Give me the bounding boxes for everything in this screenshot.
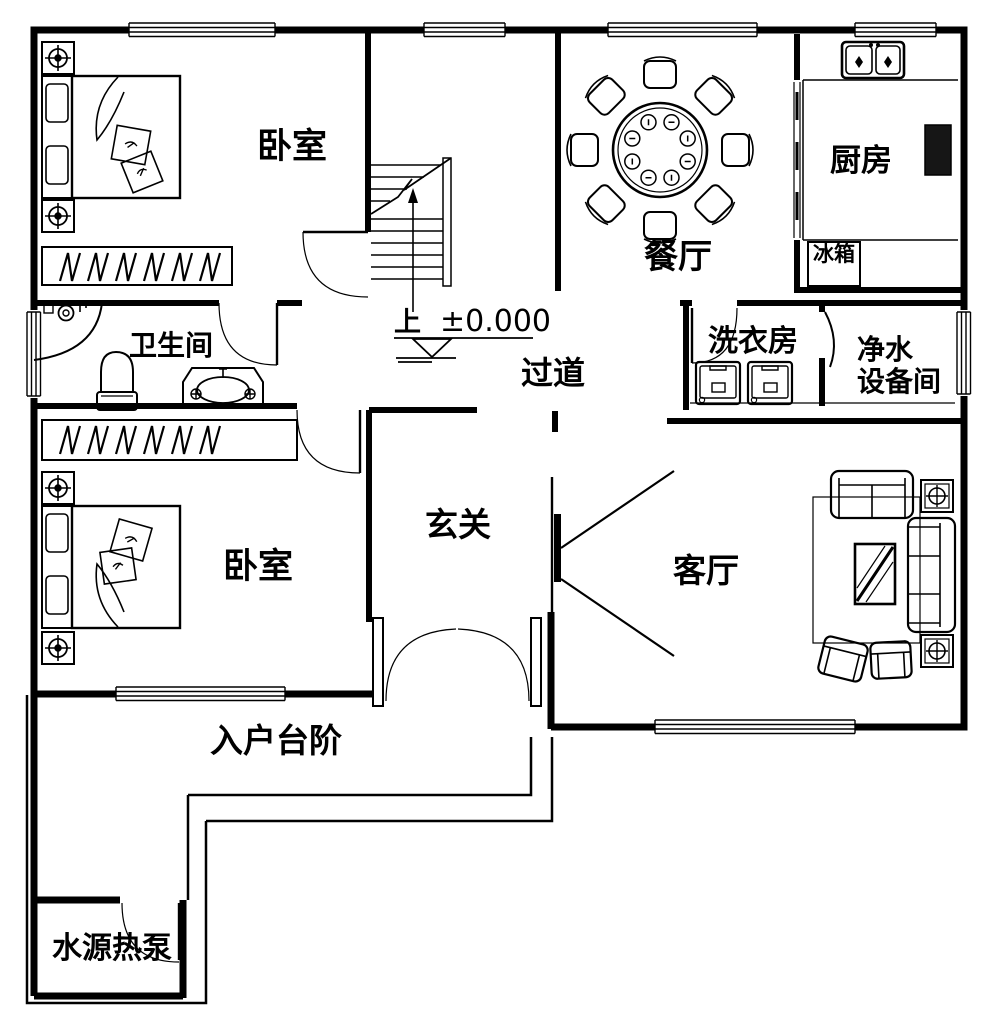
side-table bbox=[920, 634, 954, 668]
nightstand bbox=[41, 631, 75, 665]
door-purifier-room bbox=[824, 311, 835, 368]
door-foyer-entry bbox=[372, 617, 542, 707]
double-bed bbox=[41, 504, 182, 630]
armchair bbox=[817, 635, 869, 683]
lamp-icon bbox=[45, 635, 71, 661]
window-bottom-bedroom bbox=[115, 686, 286, 702]
throw-pillow bbox=[108, 517, 154, 563]
double-bed bbox=[41, 74, 182, 200]
throw-pillow bbox=[110, 124, 152, 166]
room-label-foyer: 玄关 bbox=[425, 506, 491, 543]
stairs-up-arrow-icon bbox=[408, 188, 418, 203]
door-bedroom-bottom bbox=[296, 409, 362, 474]
pillow bbox=[45, 513, 69, 553]
vanity-sink bbox=[182, 367, 264, 407]
pillow bbox=[45, 145, 69, 185]
lamp-icon bbox=[45, 203, 71, 229]
rug bbox=[812, 496, 921, 644]
door-heat-pump-room bbox=[121, 902, 181, 963]
long-sofa bbox=[906, 516, 957, 634]
washing-machine bbox=[694, 360, 742, 406]
nightstand bbox=[41, 471, 75, 505]
side-table bbox=[920, 479, 954, 513]
fridge bbox=[807, 241, 861, 287]
washing-machine bbox=[746, 360, 794, 406]
room-label-purifier-1: 净水 bbox=[857, 334, 914, 365]
kitchen-sink bbox=[840, 40, 906, 80]
bedroom-bottom-furniture bbox=[41, 419, 298, 665]
window-top-stairs bbox=[423, 22, 506, 38]
bathroom-fixtures bbox=[33, 300, 264, 411]
room-label-bedroom-bottom: 卧室 bbox=[223, 546, 293, 586]
door-bedroom-top bbox=[302, 230, 369, 298]
dining-chairs bbox=[566, 56, 754, 244]
pillow bbox=[45, 575, 69, 615]
window-bottom-living bbox=[654, 719, 856, 735]
wardrobe bbox=[41, 419, 298, 461]
room-label-laundry: 洗衣房 bbox=[708, 325, 798, 358]
nightstand bbox=[41, 199, 75, 233]
pillow bbox=[45, 83, 69, 123]
toilet-icon bbox=[96, 350, 138, 411]
window-right-purifier bbox=[956, 310, 972, 396]
throw-pillow bbox=[120, 150, 164, 194]
coffee-table bbox=[853, 542, 897, 606]
room-label-bathroom: 卫生间 bbox=[129, 330, 213, 361]
stairs-up-label: 上 bbox=[394, 307, 421, 337]
room-label-living: 客厅 bbox=[673, 552, 739, 589]
walls bbox=[30, 26, 968, 1000]
place-settings bbox=[624, 114, 696, 186]
living-room-furniture bbox=[812, 469, 957, 683]
lamp-icon bbox=[45, 475, 71, 501]
windows bbox=[26, 22, 972, 735]
window-top-kitchen bbox=[854, 22, 937, 38]
elevation-value: ±0.000 bbox=[440, 304, 551, 339]
label-fridge: 冰箱 bbox=[813, 242, 855, 266]
room-labels: 卧室 卧室 餐厅 厨房 卫生间 过道 洗衣房 净水 设备间 玄关 客厅 入户台阶… bbox=[52, 126, 941, 965]
loveseat-sofa bbox=[829, 469, 915, 520]
window-top-bedroom bbox=[128, 22, 276, 38]
shower-head-icon bbox=[43, 300, 87, 322]
lamp-icon bbox=[45, 45, 71, 71]
window-left-bathroom bbox=[26, 310, 42, 398]
dining-furniture bbox=[566, 56, 754, 244]
room-label-hallway: 过道 bbox=[521, 355, 585, 391]
nightstand bbox=[41, 41, 75, 75]
doors bbox=[121, 82, 835, 963]
bedroom-top-furniture bbox=[41, 41, 233, 286]
door-bathroom bbox=[218, 302, 279, 366]
label-entry-steps: 入户台阶 bbox=[210, 722, 342, 759]
entry-terrace-outline bbox=[25, 695, 554, 1005]
stove-icon bbox=[924, 124, 952, 176]
door-kitchen-sliding bbox=[793, 82, 801, 238]
room-label-kitchen: 厨房 bbox=[830, 143, 892, 178]
room-label-bedroom-top: 卧室 bbox=[257, 126, 327, 166]
staircase bbox=[370, 157, 452, 312]
room-label-purifier-2: 设备间 bbox=[857, 366, 941, 397]
elevation-marker: 上 ±0.000 bbox=[394, 304, 551, 363]
room-label-dining: 餐厅 bbox=[644, 238, 712, 276]
foyer-tv-wall bbox=[550, 470, 675, 657]
room-label-heat-pump: 水源热泵 bbox=[52, 932, 172, 965]
kitchen-fixtures bbox=[802, 40, 958, 287]
shower-screen bbox=[33, 302, 103, 361]
wardrobe bbox=[41, 246, 233, 286]
window-top-dining bbox=[607, 22, 758, 38]
round-dining-table bbox=[611, 101, 709, 199]
armchair bbox=[869, 640, 913, 680]
tv-icon bbox=[554, 514, 561, 582]
throw-pillow bbox=[99, 547, 137, 585]
laundry-fixtures bbox=[694, 360, 794, 406]
